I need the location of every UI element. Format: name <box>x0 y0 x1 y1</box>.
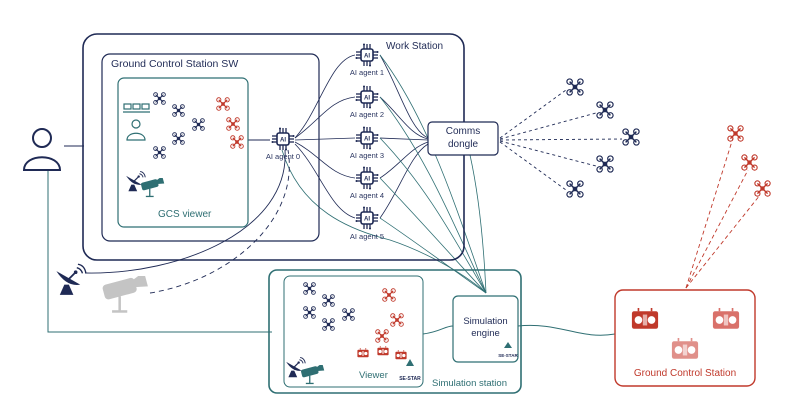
drone-icon <box>230 135 244 149</box>
drone-icon <box>322 318 335 331</box>
drone-icon <box>375 329 389 343</box>
drone-icon <box>727 125 744 142</box>
drone-icon <box>192 118 205 131</box>
drone-icon <box>303 306 316 319</box>
viewer-box <box>283 275 424 388</box>
controller-icon <box>357 348 369 358</box>
sim-engine-label: Simulation engine <box>453 316 518 340</box>
comms-dongle-box <box>427 121 499 156</box>
controller-icon <box>395 350 407 360</box>
ai-agent-2-label: AI agent 2 <box>349 110 385 119</box>
user-icon <box>22 128 62 171</box>
drone-icon <box>596 101 614 119</box>
drone-icon <box>172 132 185 145</box>
ai-agent-1-label: AI agent 1 <box>349 68 385 77</box>
camera-icon <box>300 365 325 385</box>
svg-text:SE-STAR: SE-STAR <box>399 376 421 382</box>
drone-icon <box>216 97 230 111</box>
ai-agent-1-icon <box>355 43 379 67</box>
gcs-viewer-box <box>117 77 249 228</box>
drone-icon <box>382 288 396 302</box>
comms-to-drones-links <box>499 89 623 191</box>
drone-icon <box>342 308 355 321</box>
sim-station-box <box>268 269 522 394</box>
svg-text:SE-STAR: SE-STAR <box>498 353 518 358</box>
sestar-logo-icon: SE-STAR <box>498 342 518 358</box>
ai-agent-5-label: AI agent 5 <box>349 232 385 241</box>
dish-to-agent0-link <box>84 149 286 274</box>
viewer-title: Viewer <box>359 370 388 381</box>
gcs-viewer-title: GCS viewer <box>158 209 212 220</box>
workstation-person-icon <box>123 103 150 141</box>
drone-icon <box>566 180 584 198</box>
agents-to-engine-links <box>379 54 487 294</box>
ai-agent-4-icon <box>355 166 379 190</box>
sim-engine-line1: Simulation <box>463 316 508 327</box>
drone-icon <box>172 104 185 117</box>
camera-to-agent0-link <box>149 149 290 294</box>
drone-icon <box>303 282 316 295</box>
sim-engine-box <box>452 295 519 363</box>
controller-icon <box>671 338 699 360</box>
agent0-to-engine-link <box>281 149 487 294</box>
drone-icon <box>741 154 758 171</box>
gcs-sw-box <box>101 53 320 242</box>
ai-agent-3-label: AI agent 3 <box>349 151 385 160</box>
gcs-sw-title: Ground Control Station SW <box>111 58 239 70</box>
agent0-to-agents-links <box>294 54 356 219</box>
drone-icon <box>322 294 335 307</box>
comms-line1: Comms <box>445 126 481 137</box>
sim-station-title: Simulation station <box>432 378 507 389</box>
comms-dongle-label: Comms dongle <box>428 125 498 151</box>
user-to-simstation-link <box>47 170 272 333</box>
controller-icon <box>631 308 659 330</box>
workstation-title: Work Station <box>386 41 444 52</box>
gcs-to-drones-links <box>685 137 761 289</box>
drone-icon <box>566 78 584 96</box>
gcs-viewer-content <box>123 92 244 198</box>
ai-agent-2-icon <box>355 85 379 109</box>
controller-icon <box>712 308 740 330</box>
engine-to-gcs-link <box>517 324 616 336</box>
ai-agent-5-icon <box>355 206 379 230</box>
ai-agent-3-icon <box>355 126 379 150</box>
sestar-logo-icon: SE-STAR <box>399 359 421 382</box>
comms-line2: dongle <box>447 139 479 150</box>
gcs-hw-title: Ground Control Station <box>633 368 737 379</box>
camera-icon <box>100 276 150 313</box>
gcs-hw-box <box>614 289 756 387</box>
viewer-to-engine-link <box>422 325 454 335</box>
ai-agent-0-label: AI agent 0 <box>265 152 301 161</box>
sim-engine-line2: engine <box>471 328 500 339</box>
drone-icon <box>390 313 404 327</box>
controller-icon <box>377 346 389 356</box>
satellite-dish-icon <box>55 263 87 296</box>
agents-to-comms-links <box>379 54 429 219</box>
drone-icon <box>596 155 614 173</box>
camera-icon <box>140 178 165 198</box>
ai-agent-4-label: AI agent 4 <box>349 191 385 200</box>
drone-icon <box>153 146 166 159</box>
drone-icon <box>754 180 771 197</box>
ai-agent-0-icon <box>271 127 295 151</box>
connections <box>47 54 761 336</box>
drone-icon <box>153 92 166 105</box>
drone-icon <box>226 117 240 131</box>
drone-icon <box>622 128 640 146</box>
